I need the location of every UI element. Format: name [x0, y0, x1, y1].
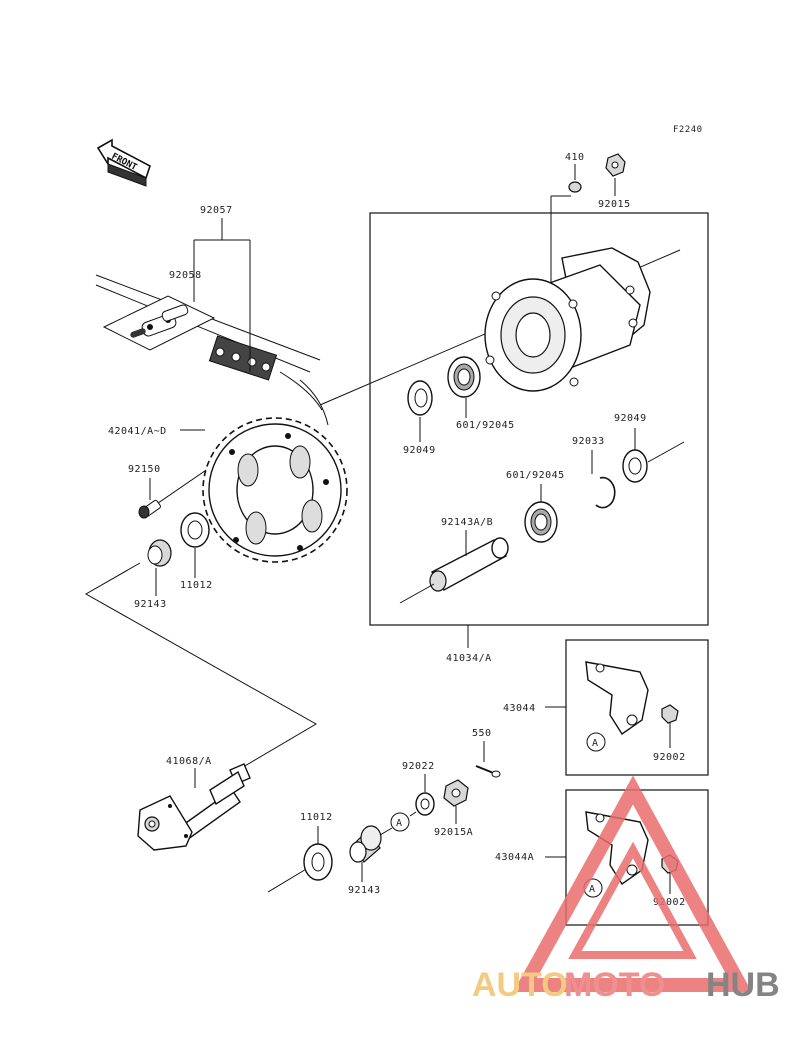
label-92150: 92150 [128, 464, 161, 475]
watermark-hub: HUB [706, 966, 780, 1004]
label-601-upper: 601/92045 [456, 420, 515, 431]
label-92015A: 92015A [434, 827, 473, 838]
cotter-pin-550 [475, 765, 501, 778]
label-42041: 42041/A~D [108, 426, 167, 437]
label-92033: 92033 [572, 436, 605, 447]
chain [95, 274, 329, 426]
watermark-auto: AUTO [472, 966, 568, 1004]
circlip-92033 [595, 476, 616, 509]
bolt-92150 [138, 499, 161, 519]
bearing-601-lower [524, 501, 558, 543]
label-92002-lower: 92002 [653, 897, 686, 908]
caliper-bracket-43044 [585, 661, 649, 735]
callout-A-lower-group: A [390, 812, 410, 832]
hub-assembly-box [369, 212, 709, 626]
callout-A-lower-label: A [589, 884, 596, 895]
label-92143-top: 92143 [134, 599, 167, 610]
front-arrow-icon: FRONT [96, 138, 151, 187]
callout-A-upper-label: A [592, 738, 599, 749]
collar-92143-bottom [349, 825, 382, 863]
chain-links [208, 335, 278, 381]
label-92058: 92058 [169, 270, 202, 281]
nut-92015 [605, 153, 626, 177]
axle-leader-path [84, 562, 317, 771]
bolt-92002-upper [661, 704, 679, 724]
master-link-kit [102, 295, 216, 351]
seal-11012-top [180, 512, 210, 548]
callout-A-lower-group-label: A [396, 818, 403, 829]
spacer-centerline [399, 583, 435, 604]
seal-92049-left [407, 380, 433, 416]
watermark-moto: MOTO [564, 966, 665, 1004]
label-41034: 41034/A [446, 653, 492, 664]
label-41068: 41068/A [166, 756, 212, 767]
label-601-lower: 601/92045 [506, 470, 565, 481]
label-550: 550 [472, 728, 492, 739]
nipple-410 [568, 181, 582, 193]
rear-hub [484, 247, 651, 392]
seal-92049-right [622, 449, 648, 483]
label-92057: 92057 [200, 205, 233, 216]
label-92049-right: 92049 [614, 413, 647, 424]
label-410: 410 [565, 152, 585, 163]
label-92015: 92015 [598, 199, 631, 210]
seal-11012-bottom [303, 843, 333, 881]
label-43044: 43044 [503, 703, 536, 714]
callout-A-upper: A [586, 732, 606, 752]
spacer-92143AB [429, 537, 509, 592]
collar-92143-top [147, 539, 172, 567]
bearing-601-upper [447, 356, 481, 398]
figure-code: F2240 [673, 125, 703, 135]
automotohub-watermark: AUTO MOTO HUB [472, 775, 780, 1004]
washer-92022 [415, 792, 435, 816]
label-92143-bottom: 92143 [348, 885, 381, 896]
axle-41068 [137, 763, 251, 851]
nut-92015A [443, 779, 469, 807]
axle-centerline-right [647, 441, 685, 463]
label-92022: 92022 [402, 761, 435, 772]
label-43044A: 43044A [495, 852, 534, 863]
label-11012-top: 11012 [180, 580, 213, 591]
rear-sprocket [202, 417, 348, 563]
label-92143AB: 92143A/B [441, 517, 493, 528]
label-92002-upper: 92002 [653, 752, 686, 763]
caliper-bracket-43044A [585, 811, 649, 885]
label-11012-bottom: 11012 [300, 812, 333, 823]
label-92049-left: 92049 [403, 445, 436, 456]
